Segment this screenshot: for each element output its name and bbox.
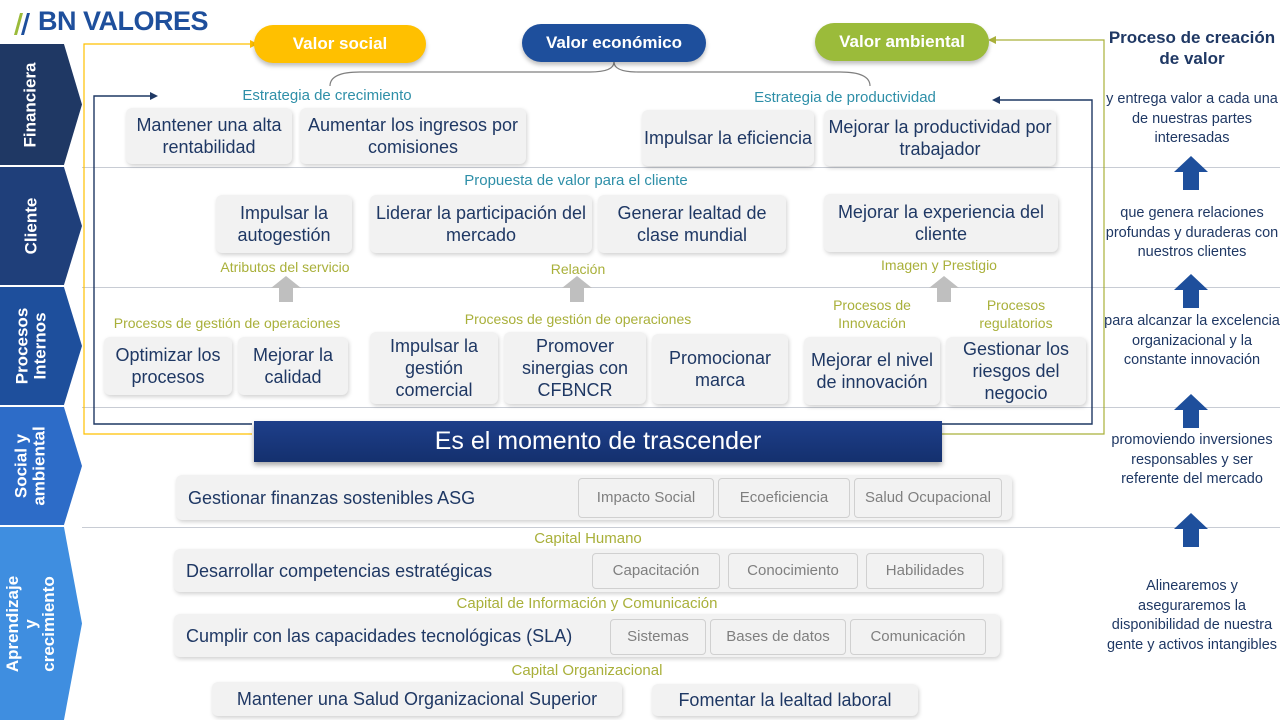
objective-riesgos: Gestionar los riesgos del negocio — [946, 337, 1086, 405]
side-step-1: y entrega valor a cada una de nuestras p… — [1106, 91, 1278, 146]
objective-sinergias: Promover sinergias con CFBNCR — [504, 332, 646, 404]
side-step-4: promoviendo inversiones responsables y s… — [1111, 432, 1273, 487]
attribute-imagen-label: Imagen y Prestigio — [881, 257, 997, 273]
objective-experiencia: Mejorar la experiencia del cliente — [824, 194, 1058, 252]
objective-comisiones: Aumentar los ingresos por comisiones — [300, 108, 526, 164]
blue-up-arrow-icon — [1174, 156, 1208, 190]
objective-salud-organizacional: Mantener una Salud Organizacional Superi… — [212, 682, 622, 716]
objective-productividad: Mejorar la productividad por trabajador — [824, 110, 1056, 166]
separator-line — [82, 527, 1280, 528]
sidebar-title: Proceso de creación de valor — [1108, 28, 1276, 68]
objective-competencias-text: Desarrollar competencias estratégicas — [186, 560, 493, 581]
objective-optimizar: Optimizar los procesos — [104, 337, 232, 395]
strategy-productivity-label: Estrategia de productividad — [754, 89, 936, 106]
perspective-cliente: Cliente — [0, 167, 82, 285]
objective-marca: Promocionar marca — [652, 334, 788, 404]
objective-calidad: Mejorar la calidad — [238, 337, 348, 395]
objective-finanzas-asg-text: Gestionar finanzas sostenibles ASG — [188, 487, 476, 508]
objective-gestion-comercial: Impulsar la gestión comercial — [370, 332, 498, 404]
attribute-servicio-label: Atributos del servicio — [220, 259, 350, 275]
perspective-financiera: Financiera — [0, 44, 82, 165]
innovation-label: Procesos de Innovación — [833, 297, 911, 331]
blue-up-arrow-icon — [1174, 274, 1208, 308]
brand-name: BN VALORES — [38, 6, 209, 36]
tag-capacitacion: Capacitación — [592, 553, 720, 589]
ops-left-label: Procesos de gestión de operaciones — [113, 315, 341, 331]
tag-habilidades: Habilidades — [866, 553, 984, 589]
regulatory-label: Procesos regulatorios — [979, 297, 1053, 331]
objective-lealtad-laboral: Fomentar la lealtad laboral — [652, 684, 918, 716]
tag-impacto-social: Impacto Social — [578, 478, 714, 518]
tag-sistemas: Sistemas — [610, 619, 706, 655]
brand-logo: BN VALORES — [12, 6, 209, 37]
objective-innovacion: Mejorar el nivel de innovación — [804, 337, 940, 405]
side-step-3: para alcanzar la excelencia organizacion… — [1104, 313, 1280, 368]
separator-line — [82, 407, 1280, 408]
objective-participacion: Liderar la participación del mercado — [370, 195, 592, 253]
capital-informacion-label: Capital de Información y Comunicación — [456, 595, 718, 612]
tag-salud-ocupacional: Salud Ocupacional — [854, 478, 1002, 518]
blue-up-arrow-icon — [1174, 513, 1208, 547]
capital-organizacional-label: Capital Organizacional — [511, 662, 663, 679]
valor-economico-pill: Valor económico — [522, 24, 706, 62]
blue-up-arrow-icon — [1174, 394, 1208, 428]
objective-eficiencia: Impulsar la eficiencia — [642, 110, 814, 166]
valor-ambiental-pill: Valor ambiental — [815, 23, 989, 61]
gray-up-arrow-icon — [562, 276, 592, 302]
tag-bases-datos: Bases de datos — [710, 619, 846, 655]
separator-line — [82, 287, 1280, 288]
tag-conocimiento: Conocimiento — [728, 553, 858, 589]
valor-social-pill: Valor social — [254, 25, 426, 63]
objective-lealtad: Generar lealtad de clase mundial — [598, 195, 786, 253]
gray-up-arrow-icon — [929, 276, 959, 302]
value-proposition-label: Propuesta de valor para el cliente — [464, 172, 688, 189]
tag-ecoeficiencia: Ecoeficiencia — [718, 478, 850, 518]
gray-up-arrow-icon — [271, 276, 301, 302]
side-step-5: Alinearemos y aseguraremos la disponibil… — [1106, 578, 1278, 653]
tag-comunicacion: Comunicación — [850, 619, 986, 655]
separator-line — [82, 167, 1280, 168]
side-step-2: que genera relaciones profundas y durade… — [1105, 205, 1279, 260]
banner-trascender: Es el momento de trascender — [254, 421, 942, 462]
attribute-relacion-label: Relación — [550, 261, 606, 277]
ops-center-label: Procesos de gestión de operaciones — [464, 311, 692, 327]
logo-mark-icon — [14, 12, 30, 35]
objective-rentabilidad: Mantener una alta rentabilidad — [126, 108, 292, 164]
strategy-growth-label: Estrategia de crecimiento — [242, 87, 412, 104]
objective-competencias: Desarrollar competencias estratégicas — [174, 549, 1002, 592]
capital-humano-label: Capital Humano — [534, 530, 642, 547]
objective-autogestion: Impulsar la autogestión — [216, 195, 352, 253]
objective-capacidades-text: Cumplir con las capacidades tecnológicas… — [186, 625, 573, 646]
